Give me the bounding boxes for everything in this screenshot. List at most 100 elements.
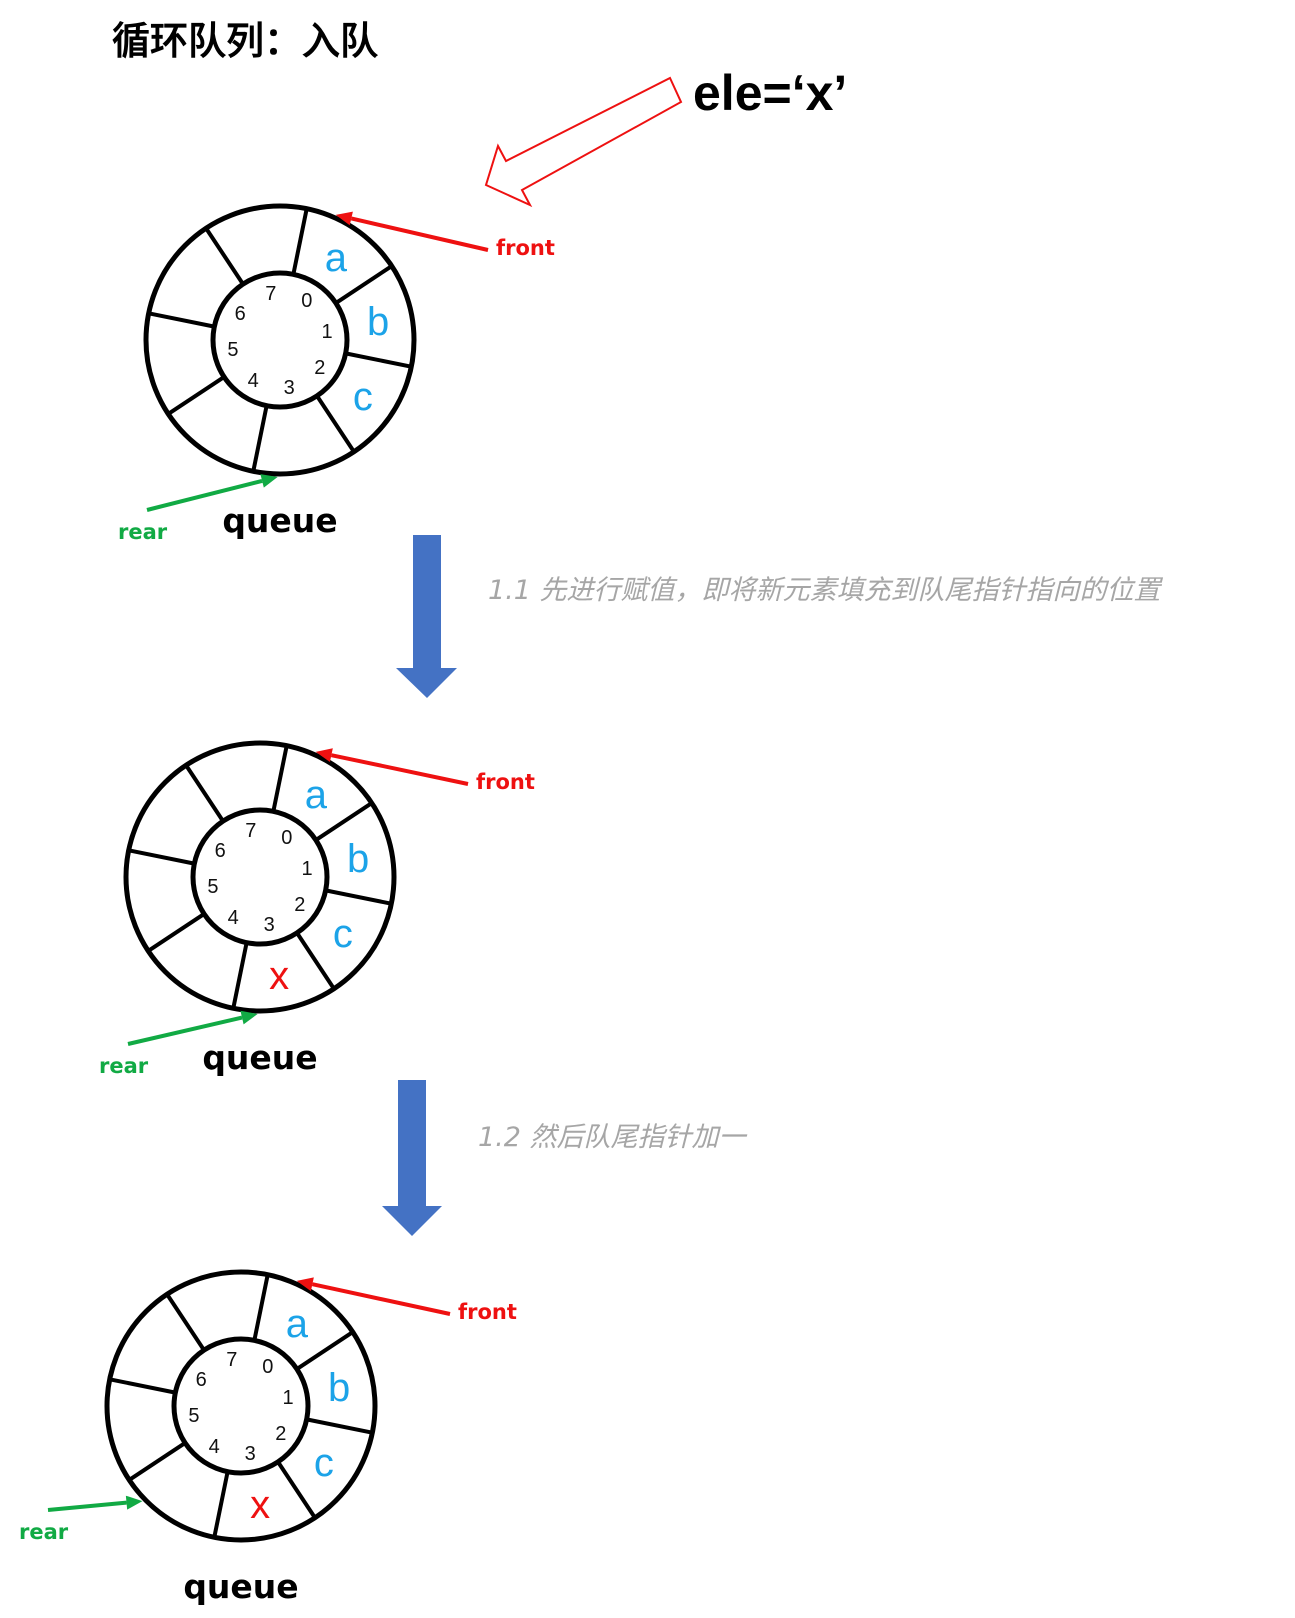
slot-index-2: 2 <box>314 357 325 379</box>
step-1-text: 1.1 先进行赋值，即将新元素填充到队尾指针指向的位置 <box>488 575 1164 606</box>
slot-divider <box>291 208 309 275</box>
slot-divider <box>271 745 289 812</box>
slot-divider <box>276 1460 317 1519</box>
slot-index-7: 7 <box>245 820 256 842</box>
rear-pointer-label: rear <box>19 1520 69 1544</box>
slot-index-3: 3 <box>264 914 275 936</box>
slot-value-b: b <box>328 1366 350 1410</box>
queue-label: queue <box>202 1038 317 1077</box>
slot-index-6: 6 <box>215 840 226 862</box>
slot-index-7: 7 <box>226 1349 237 1371</box>
queue-label: queue <box>222 501 337 540</box>
slot-value-c: c <box>333 912 353 956</box>
queue-outer-ring <box>143 203 417 477</box>
slot-index-2: 2 <box>275 1423 286 1445</box>
slot-index-2: 2 <box>294 894 305 916</box>
front-pointer-arrow-line <box>311 1282 451 1316</box>
front-pointer-label: front <box>458 1300 517 1324</box>
slot-index-0: 0 <box>281 827 292 849</box>
slot-divider <box>212 1471 230 1538</box>
element-label: ele=‘x’ <box>693 65 847 121</box>
slot-value-c: c <box>353 375 373 419</box>
slot-divider <box>314 801 373 842</box>
slot-index-4: 4 <box>209 1436 220 1458</box>
slot-divider <box>204 227 245 286</box>
queue-label: queue <box>183 1567 298 1606</box>
slot-index-1: 1 <box>283 1387 294 1409</box>
slot-value-a: a <box>305 773 328 817</box>
slot-index-4: 4 <box>228 907 239 929</box>
rear-pointer-arrow-line <box>146 478 263 512</box>
slot-index-1: 1 <box>302 858 313 880</box>
diagram-title: 循环队列：入队 <box>112 19 379 63</box>
rear-pointer-label: rear <box>118 520 168 544</box>
step-2-text: 1.2 然后队尾指针加一 <box>478 1122 748 1153</box>
step-arrow-down-icon <box>382 1080 442 1236</box>
element-arrow <box>484 76 683 208</box>
slot-divider <box>128 1441 187 1482</box>
slot-index-3: 3 <box>245 1443 256 1465</box>
slot-divider <box>325 888 392 906</box>
slot-value-c: c <box>314 1441 334 1485</box>
step-arrow-down-icon <box>396 535 457 698</box>
front-pointer-arrow <box>335 211 489 252</box>
slot-index-5: 5 <box>188 1405 199 1427</box>
slot-index-5: 5 <box>207 876 218 898</box>
front-pointer-label: front <box>496 236 555 260</box>
slot-index-6: 6 <box>235 303 246 325</box>
slot-index-5: 5 <box>227 339 238 361</box>
slot-divider <box>147 912 206 953</box>
slot-divider <box>184 764 225 823</box>
slot-index-0: 0 <box>301 290 312 312</box>
step-2: 1.2 然后队尾指针加一 <box>382 1080 748 1236</box>
slot-index-7: 7 <box>265 283 276 305</box>
slot-divider <box>165 1293 206 1352</box>
slot-index-4: 4 <box>248 370 259 392</box>
step-1: 1.1 先进行赋值，即将新元素填充到队尾指针指向的位置 <box>396 535 1164 698</box>
slot-divider <box>231 942 249 1009</box>
rear-pointer-arrow-head <box>125 1495 143 1510</box>
rear-pointer-arrow-head <box>260 474 278 488</box>
rear-pointer-arrow-line <box>127 1015 243 1046</box>
front-pointer-arrow-head <box>296 1277 314 1292</box>
front-pointer-label: front <box>476 770 535 794</box>
rear-pointer-arrow-head <box>240 1010 258 1025</box>
slot-divider <box>128 848 195 866</box>
front-pointer-arrow-head <box>315 748 333 762</box>
front-pointer-arrow <box>315 748 469 786</box>
queue-inner-ring <box>190 807 330 947</box>
slot-value-x: x <box>269 954 289 998</box>
slot-divider <box>148 311 215 329</box>
slot-value-x: x <box>250 1483 270 1527</box>
slot-divider <box>306 1417 373 1435</box>
rear-pointer-arrow <box>47 1495 143 1512</box>
slot-divider <box>109 1377 176 1395</box>
slot-index-0: 0 <box>262 1356 273 1378</box>
slot-divider <box>252 1274 270 1341</box>
slot-index-1: 1 <box>322 321 333 343</box>
queue-outer-ring <box>123 740 397 1014</box>
slot-divider <box>334 264 393 305</box>
rear-pointer-arrow <box>127 1010 258 1046</box>
slot-divider <box>315 394 356 453</box>
slot-divider <box>345 351 412 369</box>
front-pointer-arrow-head <box>335 211 353 226</box>
queue-inner-ring <box>210 270 350 410</box>
rear-pointer-label: rear <box>99 1054 149 1078</box>
slot-divider <box>251 405 269 472</box>
slot-divider <box>167 375 226 416</box>
queue-outer-ring <box>104 1269 378 1543</box>
element-callout: ele=‘x’ <box>484 65 847 208</box>
slot-index-3: 3 <box>284 377 295 399</box>
slot-value-a: a <box>286 1302 309 1346</box>
queue-inner-ring <box>171 1336 311 1476</box>
front-pointer-arrow-line <box>350 216 489 252</box>
rear-pointer-arrow-line <box>47 1500 127 1512</box>
front-pointer-arrow <box>296 1277 451 1316</box>
slot-value-b: b <box>367 300 389 344</box>
front-pointer-arrow-line <box>330 753 469 786</box>
